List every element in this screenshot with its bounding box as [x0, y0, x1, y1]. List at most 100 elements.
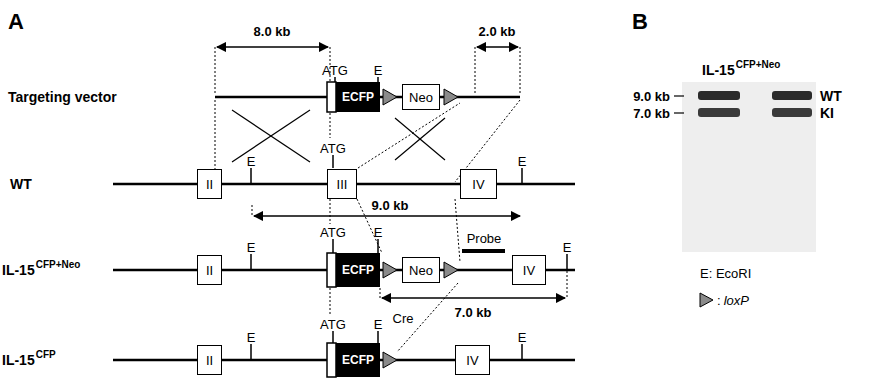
start-codon: ATG — [320, 226, 346, 239]
site-tick — [251, 77, 567, 360]
exon-box: IV — [512, 255, 546, 285]
start-codon: ATG — [320, 142, 346, 155]
dotted-guide — [455, 199, 460, 262]
site-tick — [521, 344, 523, 360]
dotted-guide — [330, 288, 331, 315]
exon-box: II — [197, 255, 222, 285]
site-tick — [332, 155, 334, 168]
loxp-triangle — [383, 262, 397, 278]
dotted-guide — [252, 205, 253, 216]
exon-box: IV — [460, 169, 497, 199]
site-label: E — [374, 64, 383, 77]
size-arrow — [382, 297, 565, 299]
site-label: E — [374, 318, 383, 331]
selection-box: Neo — [402, 257, 440, 283]
blot — [772, 91, 812, 100]
site-tick — [377, 331, 379, 343]
box-label: ECFP — [342, 264, 374, 276]
loxp-triangle — [383, 89, 713, 368]
crossover — [232, 110, 310, 162]
exon-box: II — [197, 169, 222, 199]
site-tick — [250, 254, 252, 270]
site-tick — [566, 254, 568, 270]
selection-box: Neo — [402, 84, 440, 110]
key-text: : — [717, 294, 721, 307]
box-label: Neo — [409, 91, 433, 104]
row-label: Targeting vector — [8, 90, 117, 104]
blot — [772, 108, 812, 117]
box-label: IV — [466, 354, 478, 367]
blot — [674, 82, 816, 252]
allele-superscript: CFP — [36, 350, 56, 360]
site-tick — [250, 344, 252, 360]
site-label: E — [247, 331, 256, 344]
box-label: ECFP — [342, 91, 374, 103]
size-arrow — [254, 215, 520, 217]
box-label: II — [206, 178, 213, 191]
crossover — [232, 110, 310, 162]
start-codon: ATG — [322, 64, 348, 77]
dna-line — [215, 96, 330, 99]
reporter-box: ECFP — [336, 343, 380, 377]
box-label: II — [206, 264, 213, 277]
reporter-box: ECFP — [336, 253, 380, 287]
size-label: 9.0 kb — [633, 90, 670, 103]
probe-label: Probe — [467, 232, 502, 245]
blot — [674, 112, 684, 113]
blot-title: IL-15 — [702, 63, 735, 77]
site-label: E — [563, 241, 572, 254]
dotted-guide — [330, 113, 331, 138]
loxp-triangle — [444, 89, 458, 105]
recombinase-label: Cre — [393, 312, 414, 325]
box-label: IV — [523, 264, 535, 277]
reporter-box: ECFP — [336, 82, 380, 112]
band-label: KI — [820, 106, 834, 120]
blot — [682, 82, 816, 252]
blot — [698, 91, 740, 100]
dotted-guide — [380, 288, 381, 298]
row-label: WT — [10, 177, 32, 191]
dotted-guide — [520, 47, 521, 95]
panel-letter: B — [632, 11, 648, 33]
row-label: IL-15 — [2, 353, 35, 367]
size-arrow — [217, 47, 565, 298]
panel-letter: A — [8, 11, 24, 33]
size-arrow — [477, 46, 518, 48]
loxp-triangle — [700, 293, 713, 307]
site-label: E — [247, 155, 256, 168]
dotted-guide — [567, 271, 568, 298]
size-label: 9.0 kb — [372, 199, 409, 212]
site-tick — [332, 239, 334, 253]
site-tick — [250, 168, 252, 184]
site-tick — [332, 331, 334, 343]
dotted-guide — [330, 199, 331, 224]
box-label: ECFP — [342, 354, 374, 366]
site-tick — [377, 239, 379, 253]
crossover — [395, 118, 445, 160]
blot — [674, 95, 684, 96]
exon-sliver — [327, 82, 336, 112]
exon-sliver — [327, 253, 336, 287]
row-label: IL-15 — [2, 263, 35, 277]
size-arrow — [217, 46, 328, 48]
exon-box: III — [327, 169, 357, 199]
box-label: II — [206, 354, 213, 367]
probe-bar — [462, 249, 505, 253]
size-label: 7.0 kb — [633, 107, 670, 120]
blot — [698, 108, 740, 117]
size-label: 7.0 kb — [455, 306, 492, 319]
site-tick — [521, 168, 523, 184]
start-codon: ATG — [320, 318, 346, 331]
box-label: Neo — [409, 264, 433, 277]
loxp-triangle — [444, 262, 458, 278]
allele-superscript: CFP+Neo — [36, 260, 81, 270]
crossover — [395, 118, 445, 160]
site-label: E — [518, 155, 527, 168]
loxp-triangle — [383, 89, 397, 105]
site-label: E — [247, 241, 256, 254]
band-label: WT — [820, 89, 842, 103]
box-label: IV — [472, 178, 484, 191]
site-label: E — [374, 226, 383, 239]
